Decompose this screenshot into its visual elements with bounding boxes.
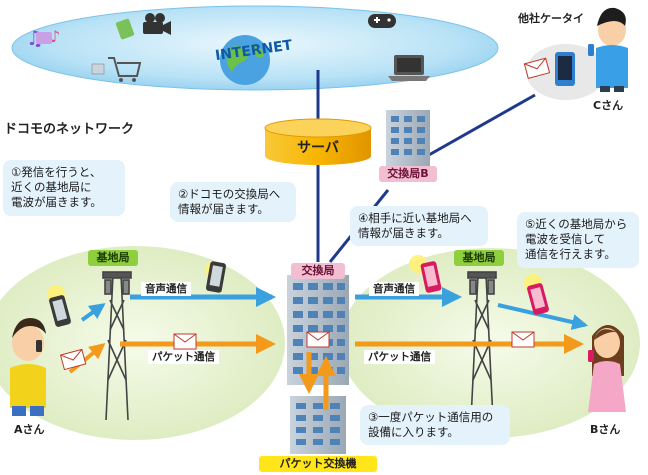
base-station-right-tag: 基地局 [454, 250, 504, 266]
network-title: ドコモのネットワーク [4, 122, 135, 137]
mail-icon-left-arrow [173, 333, 197, 350]
base-station-tower-left [102, 271, 132, 421]
switch-b-building [386, 110, 430, 166]
voice-label-left: 音声通信 [141, 282, 191, 296]
radio-arrow-a-packet [68, 342, 106, 374]
shopping-cart-icon [91, 57, 142, 82]
mail-icon-switch [306, 331, 330, 348]
person-c-label: Cさん [593, 99, 624, 112]
radio-arrow-a-up [80, 303, 106, 322]
mail-icon-person-a [59, 348, 87, 371]
person-a-label: Aさん [14, 423, 45, 436]
phone-icon-voice-right [409, 255, 442, 293]
person-b-figure [588, 325, 626, 412]
phone-icon-person-b [524, 274, 549, 315]
note-step3: ③一度パケット通信用の 設備に入ります。 [360, 405, 510, 445]
packet-switch-building [290, 396, 346, 454]
svg-text:♪: ♪ [50, 27, 60, 46]
base-station-tower-right [467, 271, 497, 421]
server-cylinder [264, 118, 372, 165]
phone-icon-voice-left [205, 261, 227, 293]
mail-icon-right-arrow [511, 331, 535, 348]
game-controller-icon [368, 14, 396, 28]
line-switch-b-to-c [419, 93, 536, 162]
other-carrier-label: 他社ケータイ [518, 12, 584, 25]
globe-icon [220, 35, 270, 85]
switch-tag: 交換局 [291, 263, 345, 279]
radio-arrow-b-voice [497, 303, 589, 330]
note-step4: ④相手に近い基地局へ 情報が届きます。 [350, 206, 488, 246]
packet-label-left: パケット通信 [148, 350, 219, 364]
switch-b-tag: 交換局B [379, 166, 437, 182]
voice-label-right: 音声通信 [369, 282, 419, 296]
base-station-left-tag: 基地局 [88, 250, 138, 266]
packet-label-right: パケット通信 [364, 350, 435, 364]
phone-icon-person-a [47, 285, 71, 327]
note-step1: ①発信を行うと、 近くの基地局に 電波が届きます。 [3, 160, 125, 216]
switch-building [287, 275, 349, 385]
music-note-icon: ♫ ♪ [26, 26, 60, 50]
video-camera-icon [143, 13, 171, 35]
server-label: サーバ [297, 140, 339, 156]
packet-switch-tag: パケット交換機 [259, 456, 377, 472]
person-c-figure [523, 7, 628, 100]
download-icon [115, 18, 135, 40]
person-b-label: Bさん [590, 423, 621, 436]
laptop-icon [388, 55, 430, 81]
note-step2: ②ドコモの交換局へ 情報が届きます。 [170, 182, 296, 222]
note-step5: ⑤近くの基地局から 電波を受信して 通信を行えます。 [517, 212, 639, 268]
person-a-figure [10, 318, 46, 416]
